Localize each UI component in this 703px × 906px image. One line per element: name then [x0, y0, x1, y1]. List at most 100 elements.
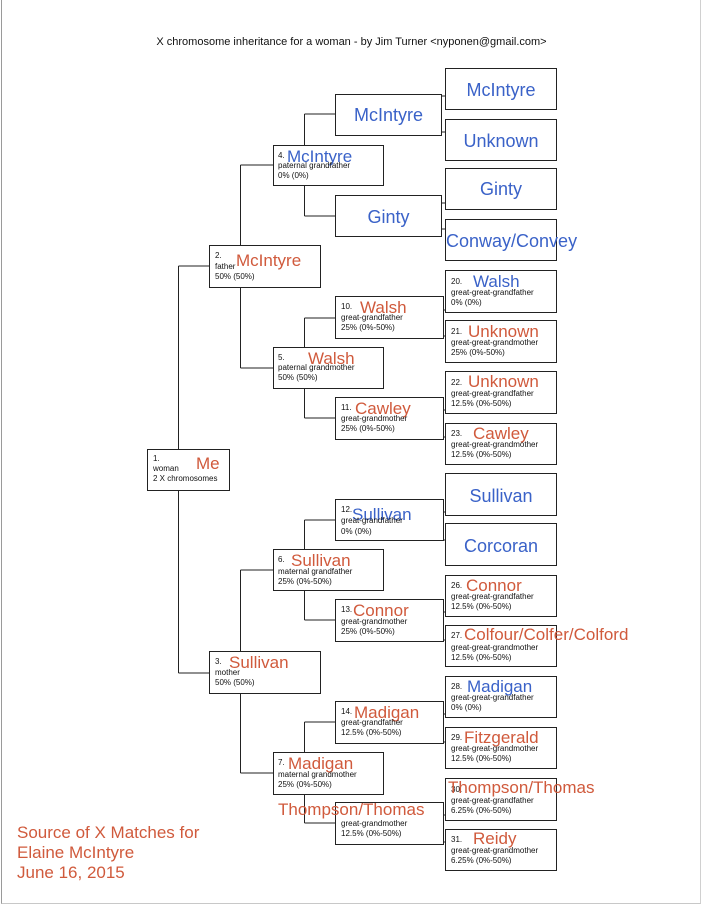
person-percent: 0% (0%) [451, 298, 482, 307]
person-name: Corcoran [463, 536, 539, 556]
person-name: Me [196, 454, 220, 473]
person-box-3-mother[interactable]: 3. Sullivan mother 50% (50%) [209, 651, 321, 694]
person-relation: great-great-grandmother [451, 338, 539, 347]
person-box-24[interactable]: Sullivan [445, 473, 557, 516]
person-box-22[interactable]: 22. Unknown great-great-grandfather 12.5… [445, 371, 557, 414]
person-box-15[interactable]: Thompson/Thomas great-grandmother 12.5% … [278, 801, 444, 845]
person-box-14[interactable]: 14. Madigan great-grandfather 12.5% (0%-… [335, 701, 444, 744]
person-percent: 12.5% (0%-50%) [451, 754, 512, 763]
source-note-line: June 16, 2015 [17, 863, 125, 882]
person-number: 1. [153, 454, 160, 463]
person-relation: paternal grandmother [278, 363, 355, 372]
person-box-16[interactable]: McIntyre [445, 68, 557, 110]
person-name: Connor [353, 601, 409, 620]
person-number: 27. [451, 631, 463, 640]
person-box-28[interactable]: 28. Madigan great-great-grandfather 0% (… [445, 676, 557, 718]
person-relation: father [215, 262, 236, 271]
person-box-13[interactable]: 13. Connor great-grandmother 25% (0%-50%… [335, 599, 444, 642]
person-relation: maternal grandfather [278, 567, 353, 576]
person-relation: great-grandfather [341, 313, 403, 322]
person-number: 23. [451, 429, 463, 438]
person-number: 22. [451, 378, 463, 387]
person-number: 4. [278, 151, 285, 160]
person-number: 11. [341, 403, 352, 412]
person-box-27[interactable]: 27. Colfour/Colfer/Colford great-great-g… [445, 625, 628, 667]
person-box-17[interactable]: Unknown [445, 119, 557, 161]
person-relation: great-great-grandfather [451, 288, 534, 297]
person-box-10[interactable]: 10. Walsh great-grandfather 25% (0%-50%) [335, 296, 444, 339]
person-number: 5. [278, 353, 285, 362]
person-name: Unknown [463, 131, 539, 151]
person-percent: 0% (0%) [451, 703, 482, 712]
person-relation: woman [153, 464, 179, 473]
person-number: 20. [451, 277, 463, 286]
person-relation: great-great-grandfather [451, 592, 534, 601]
person-number: 21. [451, 327, 463, 336]
person-relation: great-great-grandfather [451, 796, 534, 805]
chart-title: X chromosome inheritance for a woman - b… [156, 36, 547, 48]
person-percent: 50% (50%) [215, 272, 255, 281]
person-box-5[interactable]: 5. Walsh paternal grandmother 50% (50%) [273, 347, 384, 389]
person-box-11[interactable]: 11. Cawley great-grandmother 25% (0%-50%… [335, 397, 444, 440]
person-percent: 2 X chromosomes [153, 474, 218, 483]
person-percent: 25% (0%-50%) [341, 627, 395, 636]
person-percent: 12.5% (0%-50%) [451, 602, 512, 611]
person-box-29[interactable]: 29. Fitzgerald great-great-grandmother 1… [445, 727, 557, 769]
person-box-1-me[interactable]: 1. Me woman 2 X chromosomes [147, 449, 230, 491]
person-box-26[interactable]: 26. Connor great-great-grandfather 12.5%… [445, 575, 557, 617]
person-number: 12. [341, 505, 353, 514]
person-name: Colfour/Colfer/Colford [464, 625, 629, 644]
person-number: 6. [278, 555, 285, 564]
person-name: Conway/Convey [446, 231, 578, 251]
person-percent: 12.5% (0%-50%) [341, 728, 402, 737]
person-percent: 0% (0%) [341, 527, 372, 536]
person-name: Madigan [467, 677, 533, 696]
source-note: Source of X Matches for Elaine McIntyre … [17, 823, 199, 883]
person-name: Thompson/Thomas [278, 800, 425, 819]
person-number: 3. [215, 657, 222, 666]
person-percent: 25% (0%-50%) [341, 424, 395, 433]
person-box-21[interactable]: 21. Unknown great-great-grandmother 25% … [445, 320, 557, 363]
person-name: Connor [466, 576, 522, 595]
person-number: 30. [451, 785, 463, 794]
person-name: Sullivan [469, 486, 533, 506]
person-relation: great-grandmother [341, 414, 408, 423]
person-number: 10. [341, 302, 353, 311]
person-number: 13. [341, 605, 353, 614]
person-name: McIntyre [466, 80, 536, 100]
person-name: Walsh [473, 272, 520, 291]
person-box-12[interactable]: 12. Sullivan great-grandfather 0% (0%) [335, 499, 444, 541]
person-name: Cawley [355, 399, 411, 418]
person-box-23[interactable]: 23. Cawley great-great-grandmother 12.5%… [445, 423, 557, 465]
person-name: Sullivan [291, 551, 351, 570]
person-box-31[interactable]: 31. Reidy great-great-grandmother 6.25% … [445, 829, 557, 871]
person-percent: 25% (0%-50%) [278, 780, 332, 789]
person-box-30[interactable]: 30. Thompson/Thomas great-great-grandfat… [445, 778, 594, 821]
person-box-6[interactable]: 6. Sullivan maternal grandfather 25% (0%… [273, 549, 384, 591]
person-relation: maternal grandmother [278, 770, 357, 779]
source-note-line: Elaine McIntyre [17, 843, 135, 862]
person-box-2-father[interactable]: 2. McIntyre father 50% (50%) [209, 245, 321, 288]
person-box-19[interactable]: Conway/Convey [445, 219, 578, 261]
person-relation: mother [215, 668, 240, 677]
person-percent: 25% (0%-50%) [278, 577, 332, 586]
person-name: Thompson/Thomas [448, 778, 595, 797]
person-percent: 12.5% (0%-50%) [451, 653, 512, 662]
person-relation: great-great-grandmother [451, 643, 539, 652]
person-name: Fitzgerald [464, 728, 539, 747]
person-box-20[interactable]: 20. Walsh great-great-grandfather 0% (0%… [445, 270, 557, 313]
person-box-8[interactable]: McIntyre [335, 94, 442, 136]
person-name: Sullivan [352, 505, 412, 524]
person-box-18[interactable]: Ginty [445, 168, 557, 210]
person-box-9[interactable]: Ginty [335, 195, 442, 237]
person-name: Unknown [468, 372, 539, 391]
person-box-7[interactable]: 7. Madigan maternal grandmother 25% (0%-… [273, 752, 384, 795]
person-relation: great-great-grandmother [451, 744, 539, 753]
person-name: Reidy [473, 829, 517, 848]
person-box-25[interactable]: Corcoran [445, 523, 557, 566]
person-percent: 12.5% (0%-50%) [451, 450, 512, 459]
person-percent: 6.25% (0%-50%) [451, 806, 512, 815]
person-percent: 25% (0%-50%) [341, 323, 395, 332]
person-box-4[interactable]: 4. McIntyre paternal grandfather 0% (0%) [273, 145, 384, 186]
